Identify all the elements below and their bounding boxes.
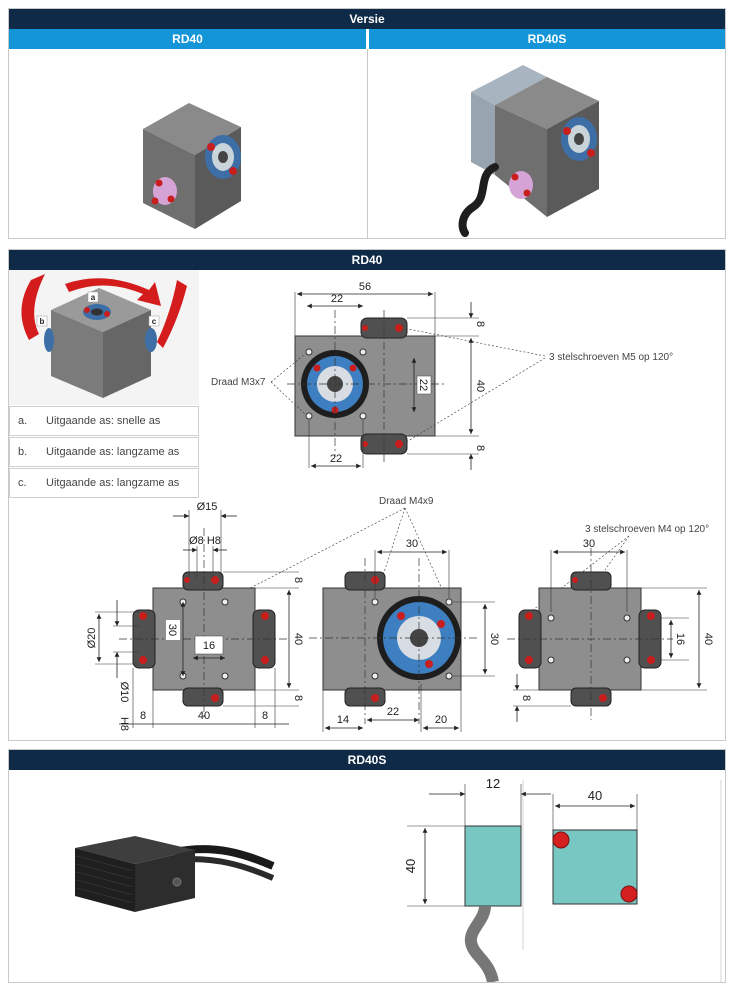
middle-dim-30-top: 30 [406,538,418,550]
middle-dim-30-right: 30 [488,633,500,645]
versie-section: Versie RD40 RD40S [8,8,726,239]
views-label-thread: Draad M4x9 [379,496,434,507]
top-dim-22-top: 22 [331,293,343,305]
rd40-top-view-drawing: 56 22 22 22 40 8 8 Draad M3x7 3 stelschr… [211,281,673,470]
column-divider [367,49,368,239]
rd40s-dim-12: 12 [486,776,500,791]
left-dim-d8h8: Ø8 H8 [189,535,221,547]
left-dim-d15: Ø15 [197,501,218,513]
versie-header: Versie [9,9,725,29]
rd40s-dimension-drawing: 12 40 40 [403,776,722,982]
middle-dim-20: 20 [435,714,447,726]
rotation-label-a: a [91,293,96,302]
top-label-thread: Draad M3x7 [211,377,266,388]
left-dim-8-top: 8 [292,577,304,583]
top-label-screws: 3 stelschroeven M5 op 120° [549,352,673,363]
middle-dim-14: 14 [337,714,349,726]
rd40s-sensor-image [75,836,275,912]
top-dim-56: 56 [359,281,371,293]
rd40-section: RD40 a b c a. Uitgaande as: snelle as b.… [8,249,726,741]
rd40s-header: RD40S [9,750,725,770]
left-dim-30: 30 [166,624,178,636]
left-dim-b40: 40 [198,710,210,722]
right-dim-30: 30 [583,538,595,550]
rd40s-product-image [458,65,599,237]
right-dim-8: 8 [520,695,532,701]
legend-row-a: a. Uitgaande as: snelle as [9,406,199,436]
left-dim-d10: Ø10 [118,682,130,703]
rotation-label-b: b [40,317,45,326]
rd40s-section: RD40S 12 [8,749,726,983]
views-label-screws: 3 stelschroeven M4 op 120° [585,524,709,535]
top-dim-8-top: 8 [474,321,486,327]
rd40-product-image [143,103,241,229]
rd40-three-views-drawing: Draad M4x9 3 stelschroeven M4 op 120° Ø1… [86,496,714,732]
rd40-header: RD40 [9,250,725,270]
rotation-label-c: c [152,317,157,326]
top-dim-40: 40 [474,380,486,392]
legend-row-b: b. Uitgaande as: langzame as [9,437,199,467]
legend-row-c: c. Uitgaande as: langzame as [9,468,199,498]
column-header-rd40: RD40 [9,29,366,49]
rd40s-dim-40-side: 40 [403,859,418,873]
top-dim-8-bottom: 8 [474,445,486,451]
left-dim-16: 16 [203,640,215,652]
left-dim-b8-left: 8 [140,710,146,722]
left-dim-40: 40 [292,633,304,645]
column-header-rd40s: RD40S [369,29,725,49]
right-dim-40: 40 [702,633,714,645]
top-dim-22-inner: 22 [417,379,429,391]
left-dim-8-bottom: 8 [292,695,304,701]
right-dim-16: 16 [674,633,686,645]
left-dim-d20: Ø20 [86,628,98,649]
rd40-rotation-image: a b c [9,270,199,405]
left-dim-b8-right: 8 [262,710,268,722]
middle-dim-22: 22 [387,706,399,718]
rd40s-dim-40-top: 40 [588,788,602,803]
top-dim-22-bottom: 22 [330,453,342,465]
